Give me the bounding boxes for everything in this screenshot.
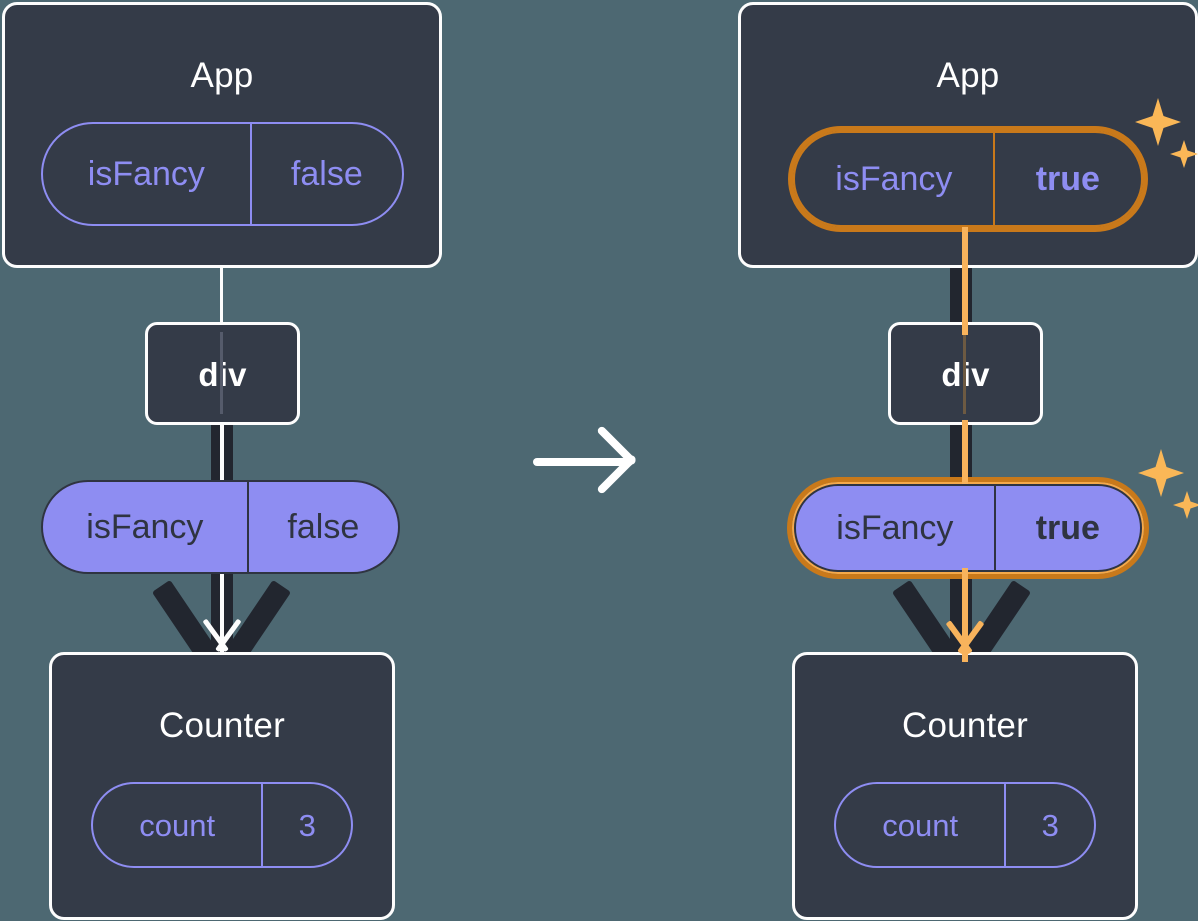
connector-div-to-prop-core [220,422,224,484]
state-label-after: isFancy [835,160,953,198]
prop-pill-isfancy-after[interactable]: isFancy true [794,484,1142,572]
counter-pill-value-cell: 3 [261,784,351,866]
state-pill-counter-count[interactable]: count 3 [91,782,353,868]
connector-through-div-after [963,332,966,414]
prop-label-after: isFancy [836,509,954,547]
state-pill-label-cell-after: isFancy [795,133,993,225]
prop-pill-label-cell: isFancy [43,482,247,572]
state-pill-value-cell: false [249,124,402,224]
connector-prop-to-counter-core-after [962,568,968,662]
counter-value-after: 3 [1041,807,1059,843]
arrow-shaft [533,458,633,466]
counter-label: count [139,807,216,843]
counter-pill-value-cell-after: 3 [1004,784,1094,866]
panel-before: App isFancy false div isFancy false [0,0,460,921]
prop-value: false [287,508,360,546]
connector-app-to-div [220,265,223,325]
prop-value-after: true [1035,509,1100,547]
counter-pill-label-cell-after: count [836,784,1004,866]
prop-label: isFancy [86,508,204,546]
connector-through-div [220,332,223,414]
arrowhead-tip-counter-after [941,620,989,666]
state-label: isFancy [87,155,205,193]
connector-prop-to-counter-core [220,570,224,660]
connector-div-to-prop-after [950,420,972,484]
state-value-after: true [1035,160,1100,198]
sparkle-icon-prop [1133,447,1198,527]
state-value: false [290,155,363,193]
component-box-counter[interactable]: Counter [49,652,395,920]
state-pill-app-isfancy[interactable]: isFancy false [41,122,404,226]
counter-value: 3 [298,807,316,843]
prop-pill-value-cell: false [246,482,398,572]
state-pill-app-isfancy-after[interactable]: isFancy true [793,131,1143,227]
state-pill-counter-count-after[interactable]: count 3 [834,782,1096,868]
state-pill-label-cell: isFancy [43,124,250,224]
counter-pill-label-cell: count [93,784,261,866]
counter-label-after: count [882,807,959,843]
prop-pill-value-cell-after: true [993,486,1140,570]
component-title-counter-after: Counter [902,706,1028,745]
component-title-counter: Counter [159,706,285,745]
prop-pill-isfancy[interactable]: isFancy false [41,480,400,574]
component-title-app-after: App [936,56,1000,95]
transition-arrow-right-icon [533,418,643,506]
connector-div-to-prop-core-after [962,420,968,484]
connector-app-to-div-core-after [962,215,968,335]
arrowhead-tip-counter [198,618,246,664]
state-pill-value-cell-after: true [992,133,1141,225]
prop-pill-label-cell-after: isFancy [796,486,994,570]
panel-after: App isFancy true div [738,0,1198,921]
sparkle-icon-app [1130,96,1198,176]
component-title-app: App [190,56,254,95]
